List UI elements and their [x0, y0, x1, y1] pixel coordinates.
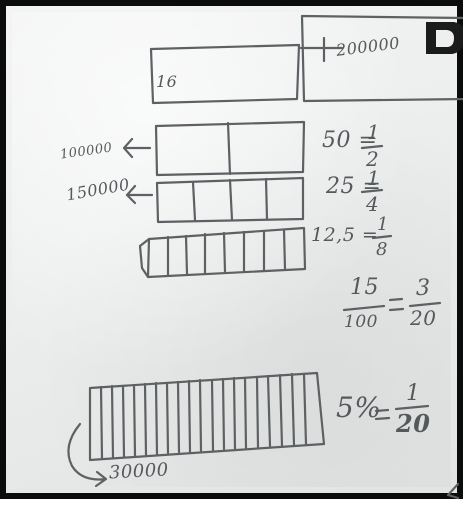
equals-fifteen [390, 299, 403, 310]
label-five-percent: 5% [336, 394, 381, 422]
twentieths-arrow [68, 424, 106, 486]
label-half-num: 1 [367, 122, 380, 142]
pencil-sketch [6, 6, 463, 505]
card-letter [426, 22, 463, 54]
label-three-den: 20 [410, 308, 436, 328]
quarters-arrow [127, 186, 152, 203]
quarters-dividers [193, 179, 267, 220]
label-bottom-value: 30000 [109, 461, 170, 482]
label-twentieth-den: 20 [396, 412, 430, 436]
label-twelve: 12,5 = [311, 226, 378, 245]
label-quarter-den: 4 [366, 194, 379, 214]
label-fifteen-den: 100 [344, 314, 378, 331]
label-twentieth-num: 1 [406, 383, 421, 405]
corner-mark [448, 484, 458, 498]
halves-arrow [124, 139, 150, 157]
label-sixteen: 16 [156, 74, 177, 90]
label-eighth-num: 1 [377, 216, 389, 234]
twentieths-bar [90, 373, 324, 460]
label-three-num: 3 [416, 278, 431, 300]
halves-divider [228, 123, 230, 174]
label-fifteen-num: 15 [350, 277, 379, 299]
label-eighth-den: 8 [376, 241, 388, 259]
label-quarter-num: 1 [367, 168, 380, 188]
eighths-dividers [168, 230, 285, 275]
fraction-line-fifteen [344, 306, 384, 310]
eighths-bar [148, 228, 305, 277]
